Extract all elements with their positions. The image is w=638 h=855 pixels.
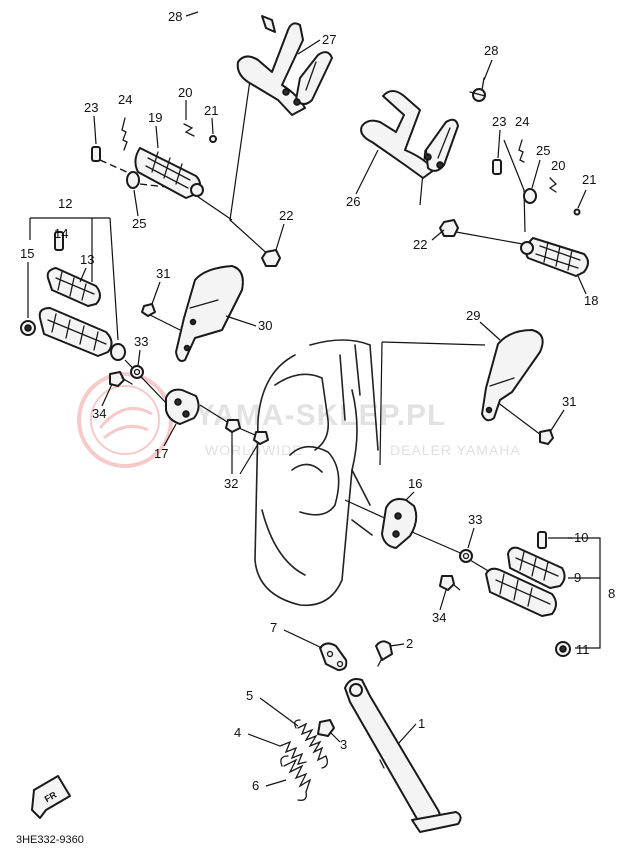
part-7-bracket (319, 642, 348, 671)
part-22-nuts (261, 219, 459, 267)
frame-outline (254, 339, 379, 607)
callout-21-right: 21 (582, 172, 596, 187)
callout-3: 3 (340, 737, 347, 752)
callout-20-left: 20 (178, 85, 192, 100)
catalog-code: 3HE332-9360 (16, 834, 84, 846)
hardware-top-left (91, 117, 217, 189)
callout-31-left: 31 (156, 266, 170, 281)
callout-20-right: 20 (551, 158, 565, 173)
part-16-bracket (381, 498, 473, 591)
callout-5: 5 (246, 688, 253, 703)
callout-7: 7 (270, 620, 277, 635)
callout-26: 26 (346, 194, 360, 209)
callout-25-right: 25 (536, 143, 550, 158)
callout-14: 14 (54, 226, 68, 241)
part-5-spring (294, 719, 328, 769)
part-8-footrest-assembly (485, 531, 601, 657)
callout-23-right: 23 (492, 114, 506, 129)
part-1-side-stand (344, 678, 462, 833)
front-arrow: FR (31, 775, 71, 819)
part-6-spring (280, 755, 312, 801)
callout-28-left: 28 (168, 9, 182, 24)
callout-15: 15 (20, 246, 34, 261)
callout-labels: 28 27 28 23 24 20 21 19 25 22 23 24 25 2… (20, 9, 615, 793)
callout-31-right: 31 (562, 394, 576, 409)
part-29-heel-guard-right (481, 329, 554, 445)
watermark: YAMA-SKLEP.PL WORLDWIDE DEALER YAMAHA (77, 372, 521, 468)
watermark-subtitle-right: DEALER YAMAHA (390, 442, 521, 458)
callout-9: 9 (574, 570, 581, 585)
callout-27: 27 (322, 32, 336, 47)
callout-10: 10 (574, 530, 588, 545)
callout-18: 18 (584, 293, 598, 308)
callout-21-left: 21 (204, 103, 218, 118)
callout-34-left: 34 (92, 406, 106, 421)
callout-24-left: 24 (118, 92, 132, 107)
callout-34-right: 34 (432, 610, 446, 625)
callout-19: 19 (148, 110, 162, 125)
part-27-bracket-left (236, 15, 333, 116)
callout-33-left: 33 (134, 334, 148, 349)
part-2-bolt (375, 640, 393, 667)
part-4-spring (279, 740, 307, 765)
assembly-lines (99, 79, 546, 591)
callout-1: 1 (418, 716, 425, 731)
part-30-heel-guard-left (141, 265, 244, 362)
callout-30: 30 (258, 318, 272, 333)
part-26-bracket-right (360, 77, 486, 179)
callout-32: 32 (224, 476, 238, 491)
callout-33-right: 33 (468, 512, 482, 527)
callout-8: 8 (608, 586, 615, 601)
callout-16: 16 (408, 476, 422, 491)
part-17-bracket (109, 365, 269, 445)
callout-24-right: 24 (515, 114, 529, 129)
callout-13: 13 (80, 252, 94, 267)
part-19-footrest (134, 147, 204, 199)
callout-23-left: 23 (84, 100, 98, 115)
callout-4: 4 (234, 725, 241, 740)
watermark-subtitle-left: WORLDWIDE (205, 442, 303, 458)
part-12-footrest-assembly (20, 217, 126, 361)
callout-12: 12 (58, 196, 72, 211)
callout-22-left: 22 (279, 208, 293, 223)
callout-22-right: 22 (413, 237, 427, 252)
hardware-top-right (492, 139, 581, 216)
part-18-footrest (520, 237, 589, 277)
callout-29: 29 (466, 308, 480, 323)
callout-28-right: 28 (484, 43, 498, 58)
callout-6: 6 (252, 778, 259, 793)
callout-25-left: 25 (132, 216, 146, 231)
callout-2: 2 (406, 636, 413, 651)
callout-11: 11 (576, 642, 590, 657)
callout-17: 17 (154, 446, 168, 461)
